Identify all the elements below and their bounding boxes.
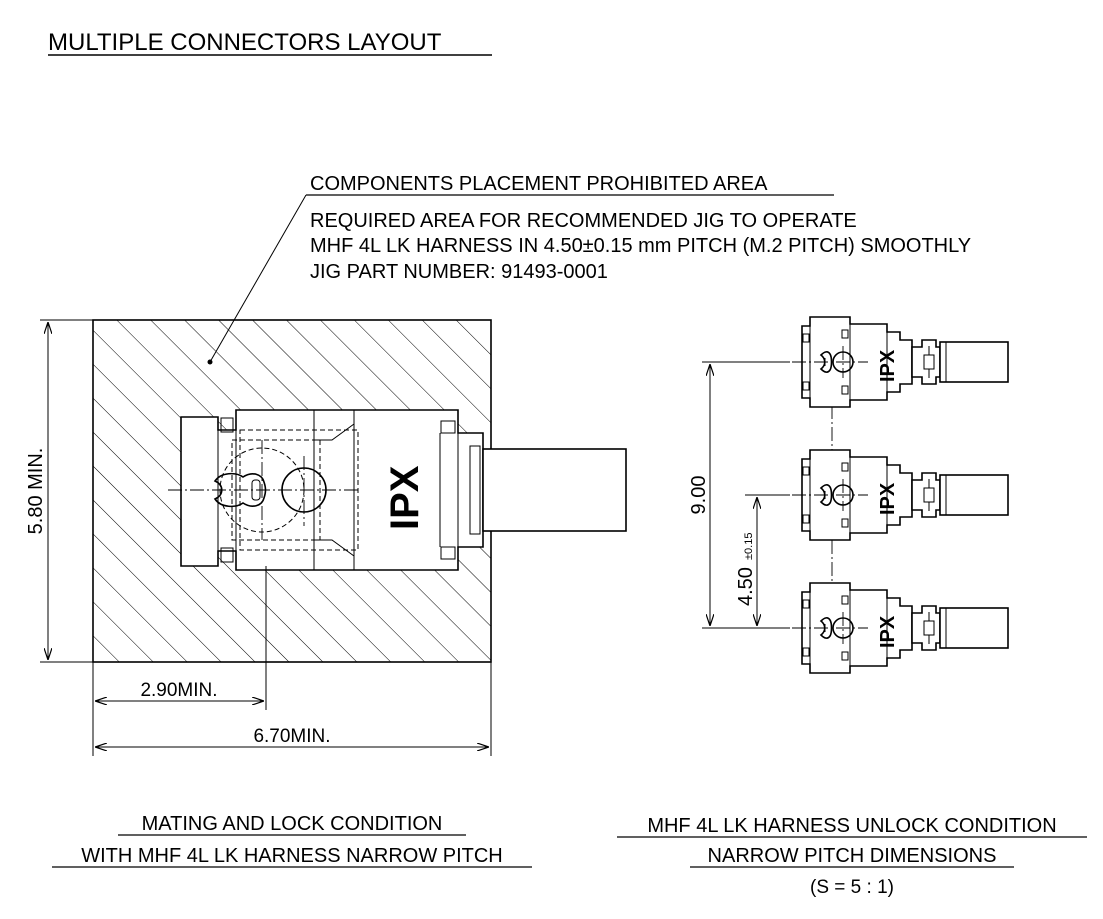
dimension-pitch-total [702, 361, 790, 629]
brand-mark-small-3: IPX [877, 615, 899, 648]
connector-pitch-1 [791, 316, 1009, 408]
brand-mark-small-2: IPX [877, 482, 899, 515]
dimension-partial-width-label: 2.90MIN. [140, 680, 217, 701]
dimension-pitch-total-label: 9.00 [688, 476, 710, 515]
scale-label: (S = 5 : 1) [810, 877, 894, 898]
dimension-partial-width [92, 566, 267, 756]
note-line-2: MHF 4L LK HARNESS IN 4.50±0.15 mm PITCH … [310, 235, 971, 257]
connector-pitch-3 [791, 582, 1009, 674]
caption-right-line-1: MHF 4L LK HARNESS UNLOCK CONDITION [647, 815, 1056, 837]
brand-mark-small-1: IPX [877, 349, 899, 382]
mated-connector [168, 409, 627, 571]
dimension-pitch-tolerance: ±0.15 [743, 533, 755, 560]
dimension-height-label: 5.80 MIN. [25, 448, 47, 535]
caption-left-line-2: WITH MHF 4L LK HARNESS NARROW PITCH [81, 845, 503, 867]
dimension-total-width [95, 662, 492, 756]
note-line-3: JIG PART NUMBER: 91493-0001 [310, 261, 608, 283]
caption-right-line-2: NARROW PITCH DIMENSIONS [708, 845, 997, 867]
caption-left-line-1: MATING AND LOCK CONDITION [142, 813, 443, 835]
note-heading: COMPONENTS PLACEMENT PROHIBITED AREA [310, 173, 768, 195]
dimension-total-width-label: 6.70MIN. [253, 726, 330, 747]
brand-mark-large: IPX [383, 465, 427, 530]
dimension-pitch [745, 494, 790, 626]
note-line-1: REQUIRED AREA FOR RECOMMENDED JIG TO OPE… [310, 210, 857, 232]
dimension-height [40, 319, 93, 663]
connector-pitch-2 [791, 449, 1009, 541]
dimension-pitch-label: 4.50 [735, 567, 757, 606]
page-title: MULTIPLE CONNECTORS LAYOUT [48, 29, 442, 56]
